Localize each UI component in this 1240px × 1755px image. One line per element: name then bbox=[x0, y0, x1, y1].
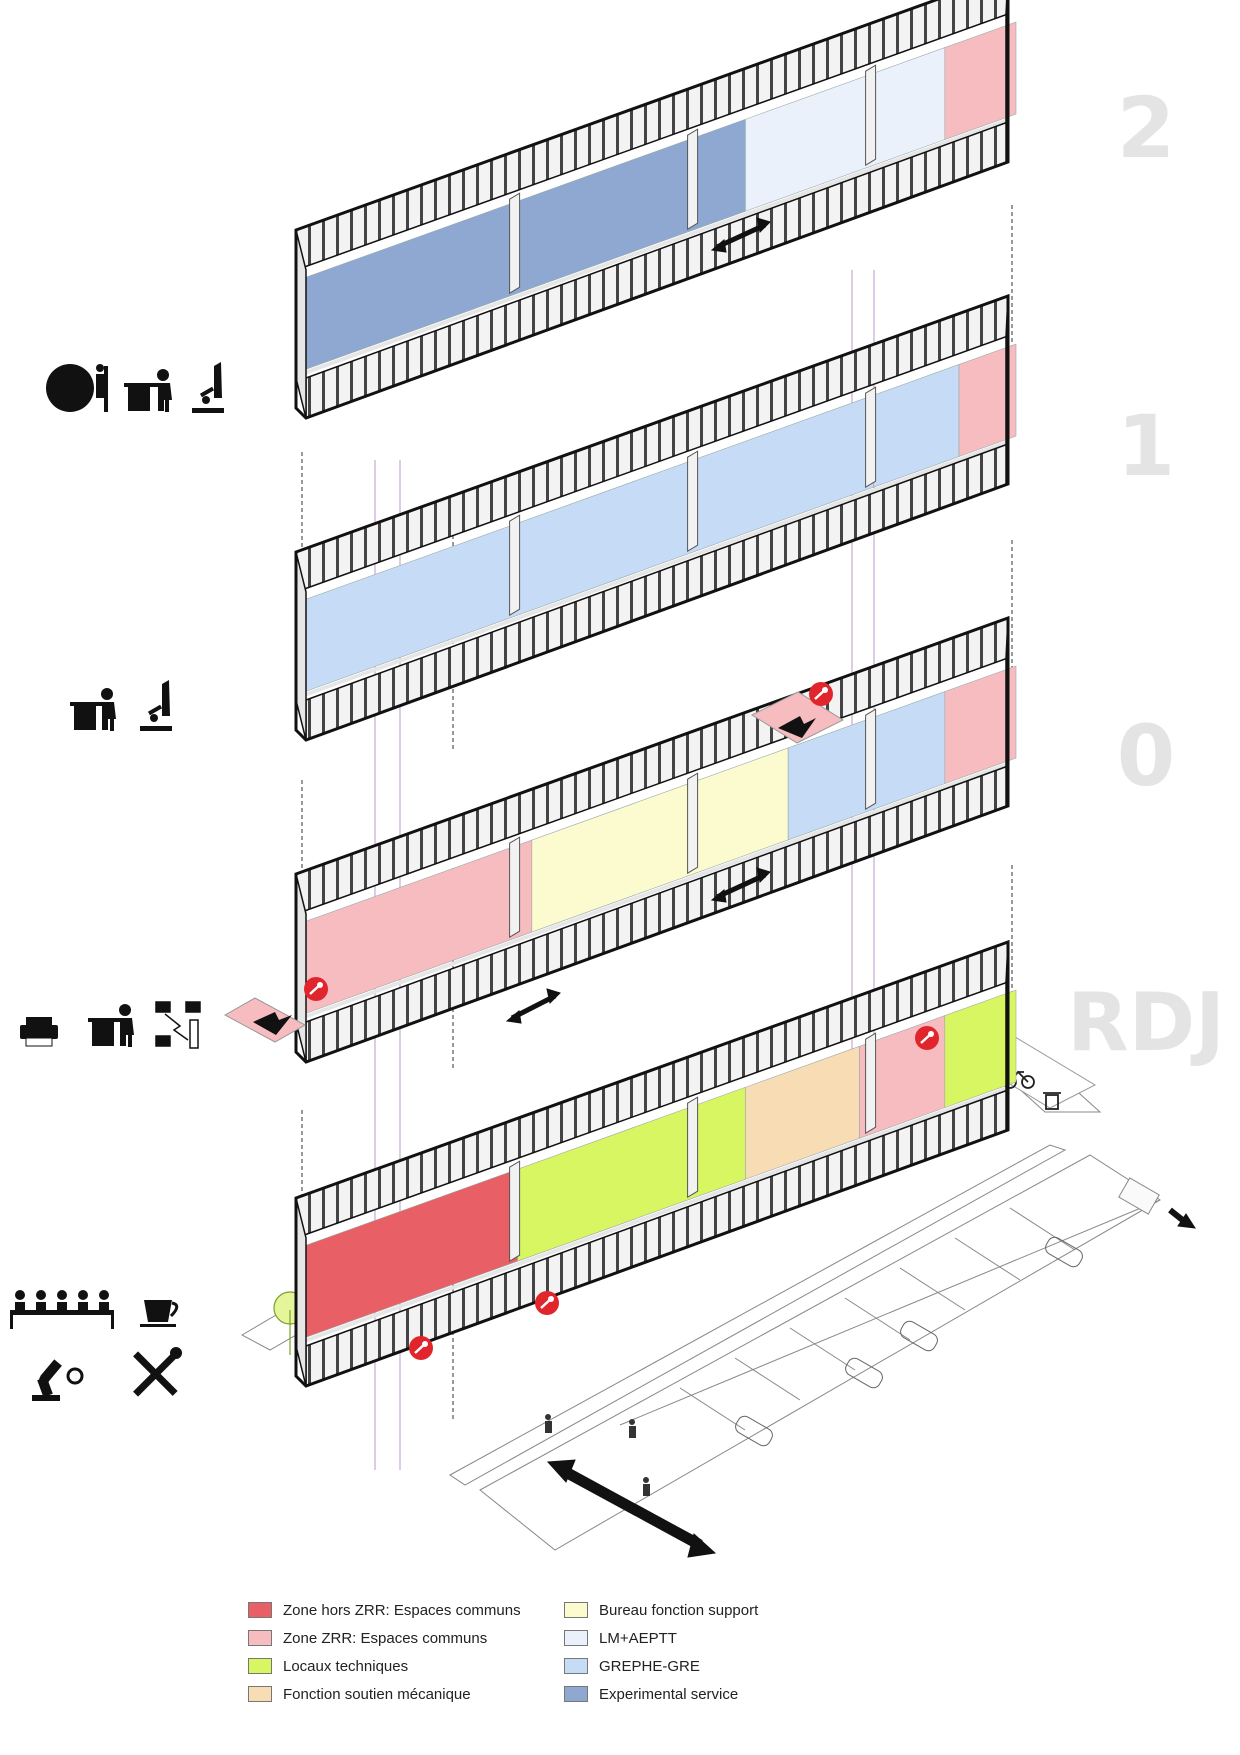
trash-bin-icon bbox=[1043, 1092, 1061, 1110]
robot-arm-icon bbox=[32, 1359, 84, 1401]
legend-swatch bbox=[564, 1602, 588, 1618]
legend-item: GREPHE-GRE bbox=[564, 1652, 758, 1680]
floor-1 bbox=[294, 293, 1017, 742]
pedestrian-icons bbox=[545, 1414, 650, 1496]
room-zone bbox=[944, 989, 1017, 1109]
level-label-0: 0 bbox=[1117, 707, 1175, 805]
legend-item: Locaux techniques bbox=[248, 1652, 521, 1680]
floors bbox=[294, 0, 1017, 1388]
front-wall-cap bbox=[296, 118, 1008, 378]
legend-label: Bureau fonction support bbox=[599, 1601, 759, 1619]
printer-icon bbox=[20, 1017, 58, 1047]
partition-wall bbox=[509, 192, 521, 295]
partition-wall bbox=[865, 386, 877, 489]
partition-wall bbox=[865, 1032, 877, 1135]
badge-icon bbox=[409, 1336, 433, 1360]
legend-item: Fonction soutien mécanique bbox=[248, 1680, 521, 1708]
legend-item: Bureau fonction support bbox=[564, 1596, 758, 1624]
front-wall-cap bbox=[296, 762, 1008, 1022]
legend-column-1: Zone hors ZRR: Espaces communs Zone ZRR:… bbox=[248, 1596, 521, 1708]
meeting-table-icon bbox=[10, 1290, 114, 1329]
assembly-hall-icon bbox=[46, 364, 108, 412]
microscope-icon bbox=[192, 362, 224, 413]
access-pads bbox=[223, 691, 845, 1043]
parking-lines bbox=[679, 1207, 1076, 1431]
microscope-icon bbox=[140, 680, 172, 731]
room-zone bbox=[958, 343, 1017, 457]
coffee-cup-icon bbox=[140, 1300, 179, 1327]
office-desk-icon bbox=[70, 688, 116, 731]
level-label-1: 1 bbox=[1117, 397, 1175, 495]
legend-item: Zone ZRR: Espaces communs bbox=[248, 1624, 521, 1652]
level-label-rdj: RDJ bbox=[1067, 976, 1225, 1069]
partition-wall bbox=[509, 836, 521, 939]
legend-swatch bbox=[564, 1658, 588, 1674]
legend-swatch bbox=[248, 1602, 272, 1618]
front-wall-cap bbox=[296, 1086, 1008, 1346]
legend-swatch bbox=[564, 1686, 588, 1702]
slab-outline bbox=[294, 0, 1010, 420]
access-badges bbox=[304, 682, 939, 1360]
legend-swatch bbox=[248, 1658, 272, 1674]
office-desk-icon bbox=[88, 1004, 134, 1047]
tools-icon bbox=[133, 1347, 182, 1397]
circulation-arrows bbox=[251, 217, 1196, 1558]
slab-outline bbox=[294, 939, 1010, 1388]
parked-cars bbox=[735, 1236, 1083, 1447]
partition-wall bbox=[865, 708, 877, 811]
partition-wall bbox=[865, 64, 877, 167]
legend-label: Fonction soutien mécanique bbox=[283, 1685, 471, 1703]
partition-wall bbox=[687, 772, 699, 875]
partition-wall bbox=[687, 450, 699, 553]
legend-swatch bbox=[248, 1630, 272, 1646]
front-wall-cap bbox=[296, 440, 1008, 700]
legend-label: Zone ZRR: Espaces communs bbox=[283, 1629, 488, 1647]
legend: Zone hors ZRR: Espaces communs Zone ZRR:… bbox=[248, 1596, 808, 1726]
badge-icon bbox=[915, 1026, 939, 1050]
partition-wall bbox=[509, 514, 521, 617]
legend-item: Experimental service bbox=[564, 1680, 758, 1708]
slab-outline bbox=[294, 293, 1010, 742]
legend-item: LM+AEPTT bbox=[564, 1624, 758, 1652]
partition-wall bbox=[687, 128, 699, 231]
level-label-2: 2 bbox=[1117, 79, 1175, 177]
legend-label: Experimental service bbox=[599, 1685, 739, 1703]
legend-column-2: Bureau fonction support LM+AEPTT GREPHE-… bbox=[564, 1596, 758, 1708]
partition-wall bbox=[509, 1160, 521, 1263]
legend-label: GREPHE-GRE bbox=[599, 1657, 700, 1675]
badge-icon bbox=[809, 682, 833, 706]
network-computer-icon bbox=[155, 1001, 201, 1049]
legend-swatch bbox=[248, 1686, 272, 1702]
office-desk-icon bbox=[124, 369, 172, 412]
floor-2 bbox=[294, 0, 1017, 420]
badge-icon bbox=[535, 1291, 559, 1315]
legend-label: Zone hors ZRR: Espaces communs bbox=[283, 1601, 521, 1619]
legend-item: Zone hors ZRR: Espaces communs bbox=[248, 1596, 521, 1624]
legend-label: LM+AEPTT bbox=[599, 1629, 677, 1647]
legend-label: Locaux techniques bbox=[283, 1657, 409, 1675]
room-zone bbox=[944, 21, 1017, 141]
room-zone bbox=[944, 665, 1017, 785]
partition-wall bbox=[687, 1096, 699, 1199]
badge-icon bbox=[304, 977, 328, 1001]
legend-swatch bbox=[564, 1630, 588, 1646]
